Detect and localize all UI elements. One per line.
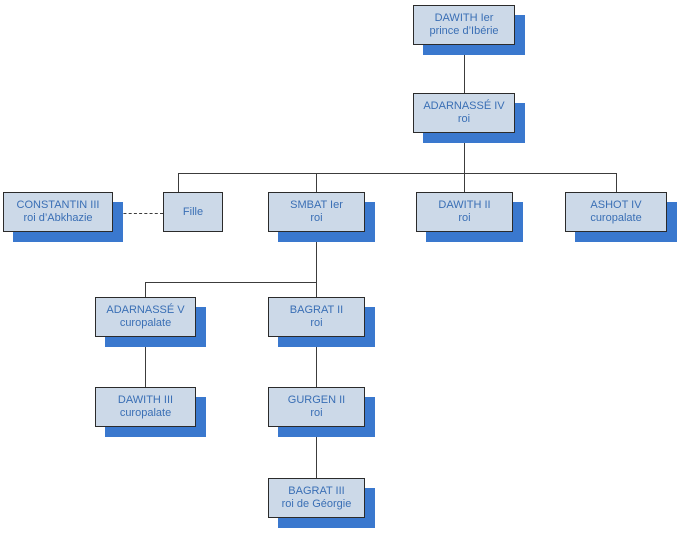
node-subtitle: roi xyxy=(310,212,323,224)
node-subtitle: roi xyxy=(310,317,323,329)
gurgen2-to-bagrat3-stem xyxy=(316,427,317,478)
node-title: ADARNASSÉ V xyxy=(106,304,185,316)
node-title: Fille xyxy=(182,205,204,218)
bus-to-ashot4-stem xyxy=(616,173,617,192)
adarnasse4-down-stem xyxy=(464,133,465,173)
node-subtitle: roi de Géorgie xyxy=(281,498,352,510)
adarnasse5-to-dawith3-stem xyxy=(145,337,146,387)
bus-to-bagrat2-stem xyxy=(316,282,317,298)
bagrat2-to-gurgen2-stem xyxy=(316,337,317,387)
node-subtitle: roi d’Abkhazie xyxy=(23,212,93,224)
node-title: SMBAT Ier xyxy=(290,199,343,211)
node-title: ADARNASSÉ IV xyxy=(423,100,505,112)
dawith1-to-adarnasse4-stem xyxy=(464,45,465,93)
node-title: BAGRAT II xyxy=(289,304,344,316)
node-subtitle: roi xyxy=(457,113,471,125)
node-title: DAWITH Ier xyxy=(434,12,494,24)
bus-to-dawith2-stem xyxy=(464,173,465,192)
node-title: DAWITH III xyxy=(117,394,174,406)
node-title: CONSTANTIN III xyxy=(16,199,100,211)
node-title: DAWITH II xyxy=(438,199,491,211)
smbat1-down-stem xyxy=(316,232,317,282)
node-subtitle: curopalate xyxy=(119,407,172,419)
node-fille[interactable]: Fille xyxy=(163,192,223,232)
node-subtitle: curopalate xyxy=(590,212,642,224)
node-subtitle: curopalate xyxy=(119,317,172,329)
node-title: GURGEN II xyxy=(287,394,346,406)
node-title: ASHOT IV xyxy=(590,199,642,211)
node-subtitle: prince d’Ibérie xyxy=(429,25,499,37)
bus-to-fille-stem xyxy=(178,173,179,192)
bus-to-smbat1-stem xyxy=(316,173,317,192)
node-title: BAGRAT III xyxy=(288,485,345,497)
bus-to-adarnasse5-stem xyxy=(145,282,146,298)
constantin3-fille-marriage xyxy=(113,213,163,214)
generation2-bus xyxy=(178,173,616,174)
generation3-bus xyxy=(145,282,317,283)
node-subtitle: roi xyxy=(310,407,323,419)
node-subtitle: roi xyxy=(458,212,471,224)
